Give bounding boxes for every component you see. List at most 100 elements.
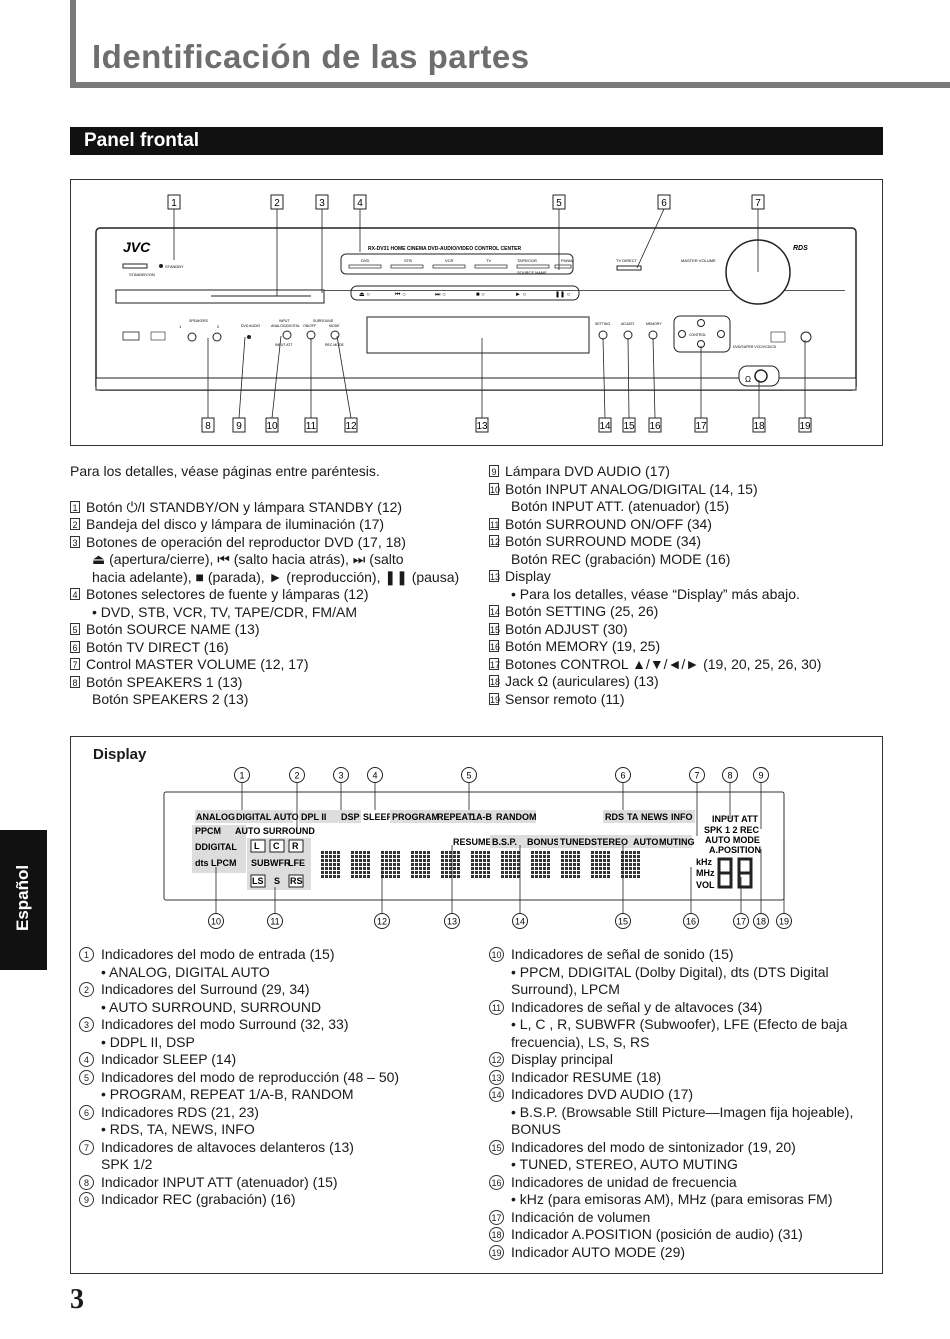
svg-text:VOL: VOL [696, 880, 715, 890]
part-text: Botón SETTING (25, 26) [505, 603, 659, 619]
section-header-bar [70, 127, 883, 155]
indicator-text: Indicadores del Surround (29, 34) [101, 981, 310, 997]
indicator-text: Indicador A.POSITION (posición de audio)… [511, 1226, 803, 1242]
panel-divider [115, 290, 845, 291]
svg-text:RANDOM: RANDOM [496, 812, 537, 822]
front-bottom-callout-12: 12 [345, 421, 357, 432]
front-top-callout-6: 6 [661, 198, 667, 209]
phones-jack [754, 369, 768, 383]
part-text: • DVD, STB, VCR, TV, TAPE/CDR, FM/AM [92, 603, 357, 620]
part-number: 19 [489, 692, 501, 705]
display-bottom-callout-14: 14 [515, 917, 525, 927]
source-fmam: FM/AM [561, 258, 574, 263]
svg-text:RESUME: RESUME [453, 837, 492, 847]
display-list-left: 1 Indicadores del modo de entrada (15)• A… [79, 946, 469, 1209]
display-top-callout-4: 4 [372, 771, 377, 781]
indicator-text: • kHz (para emisoras AM), MHz (para emis… [511, 1191, 833, 1207]
dvd-audio-lamp [247, 335, 251, 339]
standby-label: STANDBY [165, 264, 184, 269]
svg-text:S: S [274, 876, 280, 886]
indicator-text: Indicadores del modo de entrada (15) [101, 946, 335, 962]
standby-lamp [159, 264, 163, 268]
indicator-text: Indicadores de señal y de altavoces (34) [511, 998, 763, 1015]
indicator-number: 3 [79, 1017, 94, 1032]
svg-text:LFE: LFE [288, 858, 305, 868]
indicator-text: • ANALOG, DIGITAL AUTO [101, 963, 270, 980]
part-number: 9 [489, 465, 499, 477]
part-number: 12 [489, 535, 501, 547]
indicator-number: 10 [489, 947, 504, 962]
svg-text:AUTO SURROUND: AUTO SURROUND [235, 826, 315, 836]
front-bottom-callout-8: 8 [205, 421, 211, 432]
page-number: 3 [70, 1284, 84, 1315]
source-vcr: VCR [445, 258, 454, 263]
source-name-label: SOURCE NAME [517, 270, 547, 275]
part-number: 7 [70, 658, 80, 670]
svg-text:RS: RS [290, 876, 303, 886]
part-text: Display [505, 568, 551, 584]
indicator-number: 1 [79, 947, 94, 962]
front-bottom-callout-13: 13 [476, 421, 488, 432]
display-bottom-callout-10: 10 [211, 917, 221, 927]
svg-text:TA: TA [627, 812, 639, 822]
indicator-text: • TUNED, STEREO, AUTO MUTING [511, 1156, 738, 1172]
svg-text:kHz: kHz [696, 857, 713, 867]
remote-sensor [800, 331, 812, 343]
part-text: ⏏ (apertura/cierre), ⏮ (salto hacia atrá… [92, 551, 404, 567]
part-number: 4 [70, 588, 80, 600]
svg-text:► ○: ► ○ [515, 292, 527, 298]
svg-text:DVD/SUPER VCD/VCD/CD: DVD/SUPER VCD/VCD/CD [733, 345, 777, 349]
part-text: Jack Ω (auriculares) (13) [505, 673, 659, 689]
part-number: 6 [70, 640, 80, 653]
display-top-callout-1: 1 [239, 771, 244, 781]
front-bottom-callout-15: 15 [623, 421, 635, 432]
title-bar-bottom-rule [70, 82, 950, 88]
indicator-text: • PROGRAM, REPEAT 1/A-B, RANDOM [101, 1086, 354, 1102]
part-text: Botones CONTROL ▲/▼/◄/► (19, 20, 25, 26,… [505, 655, 822, 672]
svg-text:1: 1 [179, 324, 182, 329]
indicator-text: Indicadores RDS (21, 23) [101, 1103, 259, 1120]
display-illustration: ANALOG DIGITAL AUTO DPL II DSP SLEEP PRO… [163, 791, 785, 901]
display-bottom-callout-17: 17 [736, 917, 746, 927]
svg-text:SURROUND: SURROUND [313, 319, 334, 323]
svg-text:SUBWFR: SUBWFR [251, 858, 291, 868]
indicator-text: • PPCM, DDIGITAL (Dolby Digital), dts (D… [511, 963, 829, 980]
svg-text:■ ○: ■ ○ [476, 292, 485, 298]
display-top-callout-2: 2 [294, 771, 299, 781]
svg-text:ON/OFF: ON/OFF [303, 324, 316, 328]
indicator-text: Indicadores de unidad de frecuencia [511, 1173, 737, 1190]
svg-text:1A-B: 1A-B [471, 812, 493, 822]
part-text: • Para los detalles, véase “Display” más… [511, 585, 800, 602]
svg-text:⏭ ○: ⏭ ○ [435, 292, 446, 298]
indicator-text: Indicador INPUT ATT (atenuador) (15) [101, 1173, 338, 1190]
indicator-number: 9 [79, 1192, 94, 1207]
svg-text:PROGRAM: PROGRAM [392, 812, 439, 822]
part-number: 14 [489, 605, 501, 617]
part-item: 18 Jack Ω (auriculares) (13) [489, 673, 879, 691]
part-text: hacia adelante), ■ (parada), ► (reproduc… [92, 568, 460, 585]
indicator-number: 4 [79, 1052, 94, 1067]
standby-button [122, 263, 148, 269]
indicator-text: Indicadores de altavoces delanteros (13) [101, 1138, 354, 1155]
svg-text:DDIGITAL: DDIGITAL [195, 842, 237, 852]
part-number: 13 [489, 570, 501, 582]
source-button-row: DVD STB VCR TV TAPE/CDR FM/AM [348, 258, 574, 269]
indicator-text: BONUS [511, 1121, 561, 1137]
volume-digits [717, 857, 753, 889]
front-top-callout-5: 5 [556, 198, 562, 209]
part-number: 18 [489, 675, 501, 687]
svg-text:2: 2 [217, 324, 220, 329]
dvd-badge [770, 331, 786, 343]
